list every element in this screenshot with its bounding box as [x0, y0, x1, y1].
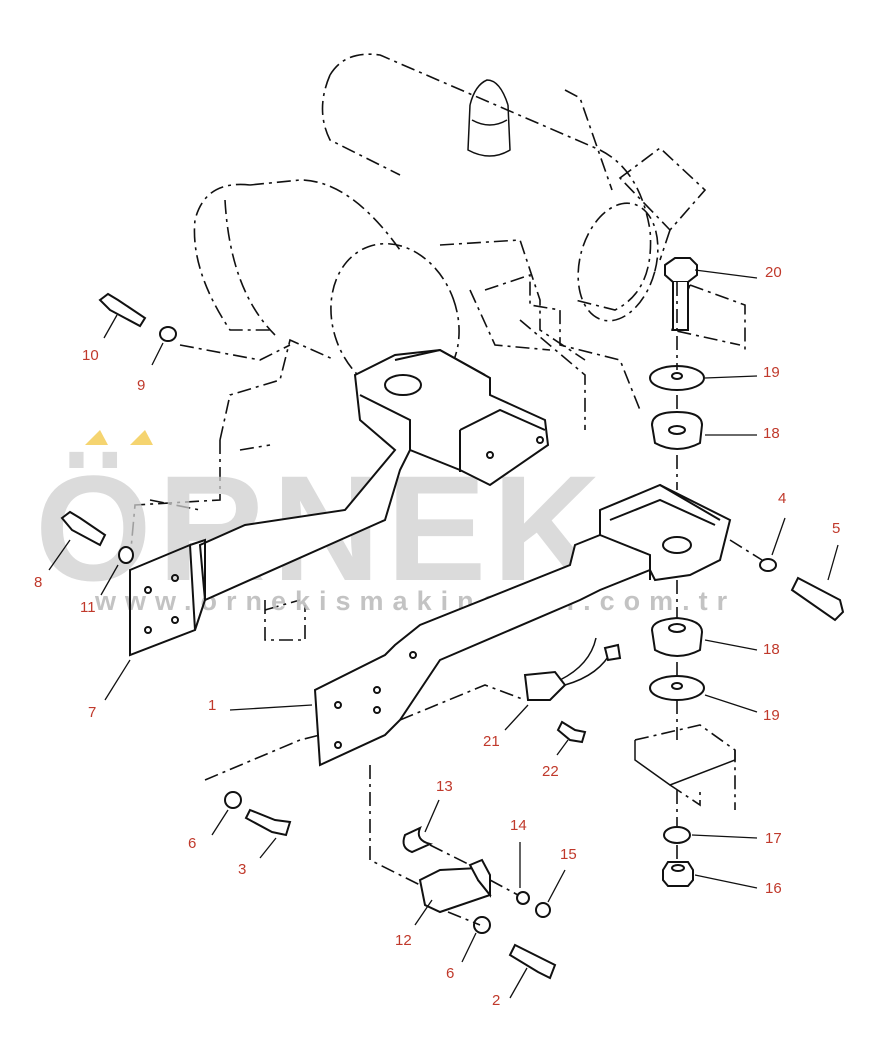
washer-part-14 [516, 891, 530, 905]
nut-part-15 [535, 902, 551, 918]
callout-19-upper: 19 [763, 364, 780, 381]
watermark-url: www.ornekismakinalari.com.tr [94, 586, 736, 616]
callout-19-lower: 19 [763, 707, 780, 724]
callout-9: 9 [137, 377, 145, 394]
bolt-part-2 [508, 943, 557, 980]
callout-20: 20 [765, 264, 782, 281]
bolt-part-20 [664, 257, 698, 331]
bolt-part-3 [244, 808, 292, 837]
bolt-part-10 [98, 292, 147, 328]
callout-labels: 1 2 3 4 5 6 6 7 8 9 10 11 12 13 14 15 16… [34, 264, 840, 1009]
bolt-part-8 [60, 510, 107, 547]
isolator-part-18-upper [650, 410, 704, 450]
callout-21: 21 [483, 733, 500, 750]
washer-part-11 [118, 546, 134, 564]
nut-part-16 [662, 861, 694, 887]
callout-4: 4 [778, 490, 786, 507]
nut-part-4 [759, 558, 777, 572]
filler-neck [467, 79, 511, 157]
washer-part-9 [159, 326, 177, 342]
callout-6-left: 6 [188, 835, 196, 852]
bracket-part-1 [313, 483, 732, 767]
callout-18-upper: 18 [763, 425, 780, 442]
screw-part-22 [556, 720, 587, 744]
washer-part-6-left [224, 791, 242, 809]
callout-15: 15 [560, 846, 577, 863]
callout-12: 12 [395, 932, 412, 949]
bracket-part-12 [418, 858, 492, 914]
callout-11: 11 [80, 599, 96, 616]
callout-5: 5 [832, 520, 840, 537]
watermark-accent-left-icon [85, 430, 108, 445]
washer-hole-19-lower [671, 682, 683, 690]
watermark-accent-right-icon [130, 430, 153, 445]
callout-3: 3 [238, 861, 246, 878]
clip-part-13 [402, 826, 433, 854]
bracket-part-7 [129, 348, 550, 657]
callout-17: 17 [765, 830, 782, 847]
bolt-part-5 [790, 576, 845, 622]
callout-2: 2 [492, 992, 500, 1009]
callout-7: 7 [88, 704, 96, 721]
callout-13: 13 [436, 778, 453, 795]
callout-8: 8 [34, 574, 42, 591]
isolator-part-18-lower [650, 616, 704, 657]
washer-hole-19-upper [671, 372, 683, 380]
callout-22: 22 [542, 763, 559, 780]
callout-leaders [48, 269, 839, 999]
washer-part-6-lower [473, 916, 491, 934]
callout-6-lower: 6 [446, 965, 454, 982]
washer-part-17 [663, 826, 691, 844]
callout-14: 14 [510, 817, 527, 834]
callout-10: 10 [82, 347, 99, 364]
phantom-block-lower [634, 724, 736, 810]
callout-1: 1 [208, 697, 216, 714]
callout-16: 16 [765, 880, 782, 897]
assembly-lines [179, 282, 763, 926]
callout-18-lower: 18 [763, 641, 780, 658]
sensor-part-21 [523, 637, 622, 701]
phantom-engine-block [129, 338, 336, 641]
phantom-air-filter [193, 179, 641, 430]
